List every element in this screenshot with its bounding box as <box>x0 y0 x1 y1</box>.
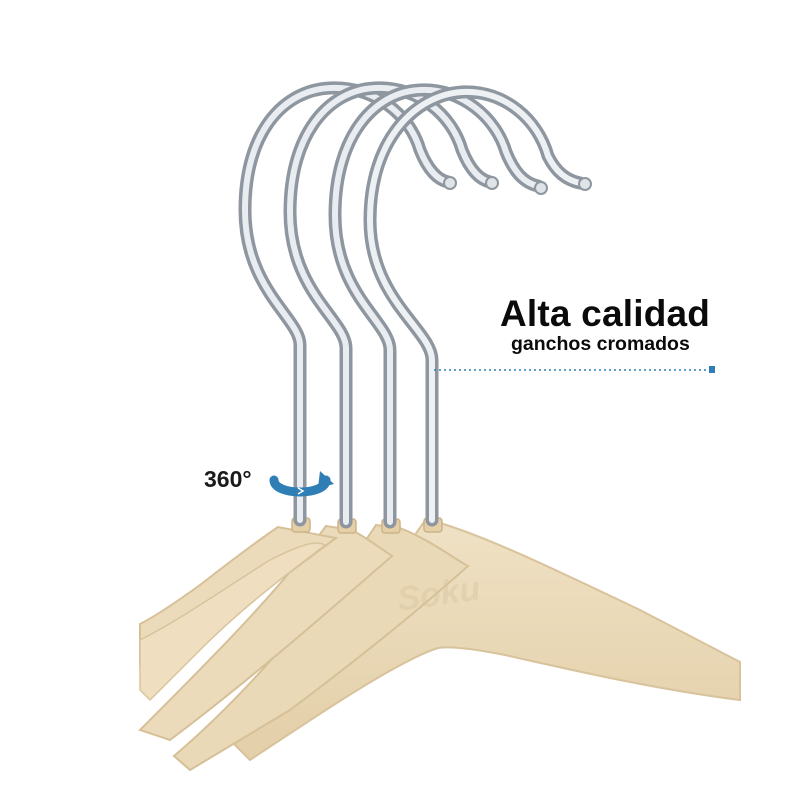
callout-headline: Alta calidad <box>500 293 711 334</box>
hanger-body-2 <box>138 524 394 742</box>
rotation-label: 360° <box>204 466 252 492</box>
hook-2 <box>283 81 499 529</box>
front-hanger-arm <box>139 542 327 702</box>
leader-endpoint <box>709 366 715 373</box>
hook-1 <box>238 81 457 527</box>
hook-4 <box>363 85 592 527</box>
chrome-hooks <box>238 81 592 529</box>
velvet-hangers <box>138 517 741 772</box>
hook-3 <box>328 83 548 529</box>
callout-leader <box>434 366 715 373</box>
callout-subline: ganchos cromados <box>511 333 690 355</box>
rotate-arrow-icon <box>269 471 334 497</box>
